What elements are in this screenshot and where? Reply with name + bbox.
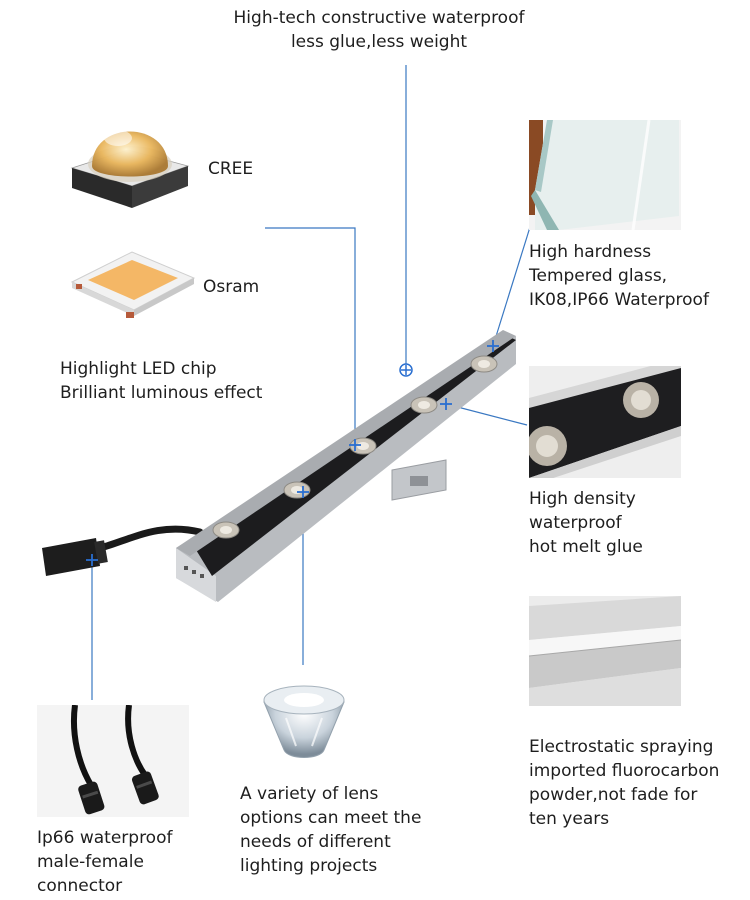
aluminum-profile-photo [529, 596, 681, 706]
caption-line: Tempered glass, [529, 266, 668, 286]
caption-line: High hardness [529, 242, 652, 262]
cree-led-chip-icon [70, 130, 190, 208]
caption-line: imported fluorocarbon [529, 761, 720, 781]
caption-line: options can meet the [240, 808, 422, 828]
crosshair-marker-icon[interactable] [485, 338, 501, 354]
caption-line: less glue,less weight [290, 32, 468, 52]
lens-caption: A variety of lens options can meet the n… [240, 782, 421, 878]
caption-line: Brilliant luminous effect [60, 383, 263, 403]
led-chip-caption: Highlight LED chip Brilliant luminous ef… [60, 357, 262, 405]
cree-label: CREE [208, 159, 254, 179]
fluorocarbon-caption: Electrostatic spraying imported fluoroca… [529, 735, 719, 831]
osram-led-chip-icon [70, 251, 196, 318]
caption-line: powder,not fade for [529, 785, 698, 805]
caption-line: ten years [529, 809, 610, 829]
hot-melt-glue-caption: High density waterproof hot melt glue [529, 487, 643, 559]
caption-line: male-female [37, 852, 144, 872]
tempered-glass-caption: High hardness Tempered glass, IK08,IP66 … [529, 240, 709, 312]
crosshair-marker-icon[interactable] [398, 362, 414, 378]
caption-line: Highlight LED chip [60, 359, 217, 379]
caption-line: High density [529, 489, 636, 509]
caption-line: A variety of lens [240, 784, 379, 804]
tempered-glass-photo [529, 120, 681, 230]
connector-icon [37, 705, 189, 817]
connector-caption: Ip66 waterproof male-female connector [37, 826, 172, 898]
caption-line: waterproof [529, 513, 622, 533]
waterproof-construction-caption: High-tech constructive waterproof less g… [200, 6, 558, 54]
connector-plug [42, 538, 108, 576]
crosshair-marker-icon[interactable] [347, 437, 363, 453]
caption-line: IK08,IP66 Waterproof [529, 290, 709, 310]
crosshair-marker-icon[interactable] [84, 552, 100, 568]
hot-melt-glue-photo [529, 366, 681, 478]
caption-line: hot melt glue [529, 537, 643, 557]
caption-line: lighting projects [240, 856, 378, 876]
lens-icon [263, 685, 345, 758]
caption-line: Ip66 waterproof [37, 828, 173, 848]
crosshair-marker-icon[interactable] [438, 396, 454, 412]
caption-line: connector [37, 876, 123, 896]
caption-line: needs of different [240, 832, 391, 852]
caption-line: Electrostatic spraying [529, 737, 714, 757]
crosshair-marker-icon[interactable] [295, 484, 311, 500]
caption-line: High-tech constructive waterproof [233, 8, 525, 28]
osram-label: Osram [203, 277, 260, 297]
